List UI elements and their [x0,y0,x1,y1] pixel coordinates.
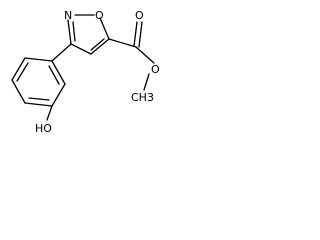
ester-group [108,21,155,91]
label-ester-o: O [151,63,160,76]
label-carbonyl-o: O [135,9,144,22]
label-methyl: CH3 [131,91,154,104]
bond-c3-n-inner [72,21,76,42]
structure-diagram: N O O O CH3 HO [11,9,160,135]
bond-ph-2 [11,57,26,81]
label-ring-o: O [95,9,104,22]
bond-c5-c4-inner [90,38,105,51]
bond-carbonyl-ester-o [135,46,155,64]
bond-ph-3 [11,79,26,104]
bond-carbonyl-double-2 [138,21,143,48]
bond-ph-inner-1 [16,62,29,82]
bond-ph-inner-3 [48,65,60,85]
bond-ph-oh [46,105,53,121]
bond-c5-carbonyl [108,38,137,48]
phenol-ring [11,43,72,121]
isoxazole-ring [67,14,110,55]
label-ring-n: N [64,9,72,22]
label-hydroxyl: HO [35,122,52,135]
bond-ph-6 [51,60,66,85]
bond-o-c5 [99,17,110,40]
bond-c5-c4 [90,38,110,55]
bond-c3-n [67,19,72,45]
bond-c3-phenyl [51,43,72,62]
bond-ph-5 [51,83,66,107]
bond-carbonyl-double-1 [133,21,138,47]
bond-ph-4 [24,102,53,107]
bond-ester-o-methyl [143,73,150,91]
bond-ph-1 [24,57,53,62]
bond-ph-inner-2 [28,97,50,101]
bond-c4-c3 [70,43,92,55]
